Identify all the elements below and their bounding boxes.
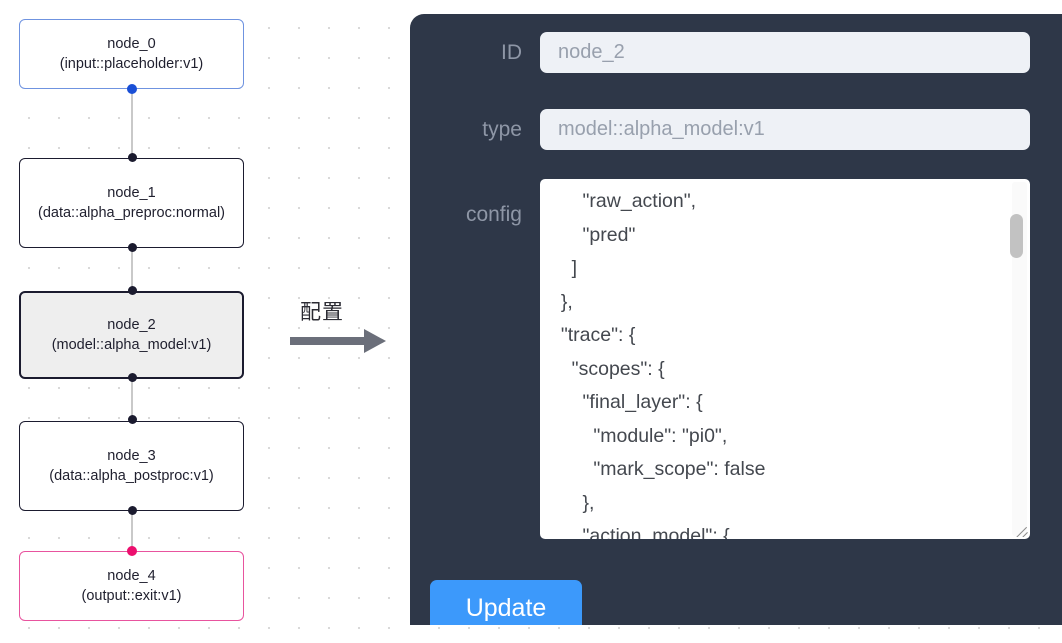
arrow-head-icon [364,329,386,353]
graph-node-title: node_1 [107,185,156,201]
arrow-shaft [290,337,366,345]
id-field-row: ID [430,32,1030,73]
graph-node-node_4[interactable]: node_4 (output::exit:v1) [19,551,244,621]
handle-node_4-target[interactable] [127,546,137,556]
edge-node2-node3 [131,375,133,420]
handle-node_1-target[interactable] [127,153,137,162]
handle-node_3-target[interactable] [127,415,137,424]
graph-node-type: (data::alpha_preproc:normal) [38,205,225,221]
node-graph-canvas[interactable]: node_0 (input::placeholder:v1) node_1 (d… [0,0,410,643]
graph-node-type: (output::exit:v1) [81,588,182,604]
graph-node-node_1[interactable]: node_1 (data::alpha_preproc:normal) [19,158,244,248]
type-field-label: type [482,117,522,141]
handle-node_1-source[interactable] [127,243,137,252]
update-button[interactable]: Update [430,580,582,625]
config-field-label: config [465,203,522,226]
edge-node0-node1 [131,88,133,162]
resize-handle-icon[interactable] [1012,521,1028,537]
graph-node-node_0[interactable]: node_0 (input::placeholder:v1) [19,19,244,89]
graph-node-type: (model::alpha_model:v1) [51,337,212,353]
handle-node_0-source[interactable] [127,84,137,94]
handle-node_3-source[interactable] [127,506,137,515]
config-textarea[interactable]: "raw_action", "pred" ] }, "trace": { "sc… [540,179,1030,539]
type-field-row: type [430,109,1030,150]
id-field-label: ID [501,40,522,64]
handle-node_2-target[interactable] [127,286,137,295]
edge-node1-node2 [131,245,133,295]
graph-node-title: node_2 [107,317,156,333]
graph-node-node_2[interactable]: node_2 (model::alpha_model:v1) [19,291,244,379]
transition-arrow-group: 配置 [286,296,396,358]
graph-node-type: (data::alpha_postproc:v1) [49,468,214,484]
graph-node-node_3[interactable]: node_3 (data::alpha_postproc:v1) [19,421,244,511]
graph-node-title: node_4 [107,568,156,584]
node-config-panel: ID type config "raw_action", "pred" ] },… [410,14,1062,625]
graph-node-title: node_3 [107,448,156,464]
edge-node3-node4 [131,508,133,552]
config-field-row: config "raw_action", "pred" ] }, "trace"… [430,179,1030,539]
type-input[interactable] [540,109,1030,150]
graph-node-title: node_0 [107,36,156,52]
graph-node-type: (input::placeholder:v1) [59,56,204,72]
config-textarea-wrap: "raw_action", "pred" ] }, "trace": { "sc… [540,179,1030,539]
transition-label: 配置 [300,300,344,324]
id-input[interactable] [540,32,1030,73]
handle-node_2-source[interactable] [127,373,137,382]
